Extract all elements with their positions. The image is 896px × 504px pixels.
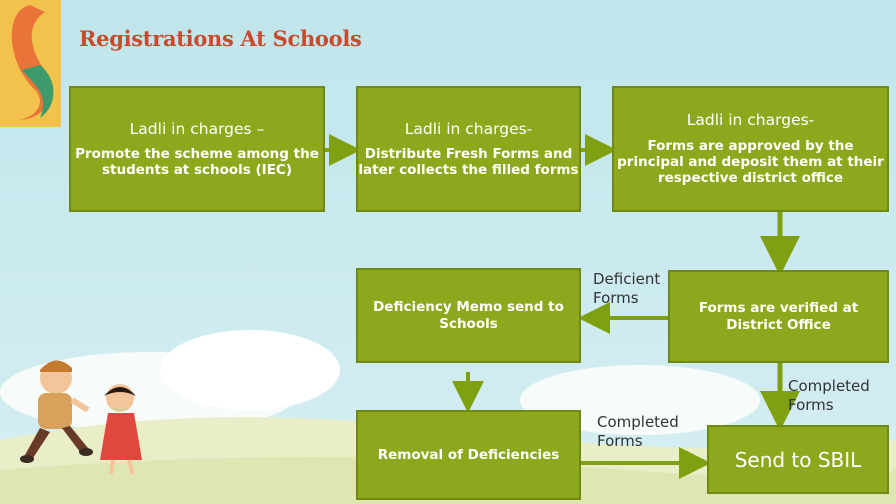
b3-text: Forms are approved by the principal and … <box>617 138 884 187</box>
logo <box>0 0 61 127</box>
b3-heading: Ladli in charges- <box>686 111 815 130</box>
step-approve-forms: Ladli in charges- Forms are approved by … <box>612 86 889 212</box>
b6-text: Removal of Deficiencies <box>377 446 560 463</box>
logo-graphic <box>11 5 54 120</box>
b2-text: Distribute Fresh Forms and later collect… <box>358 146 579 179</box>
step-send-to-sbil: Send to SBIL <box>707 425 889 494</box>
step-remove-deficiencies: Removal of Deficiencies <box>356 410 581 500</box>
b1-heading: Ladli in charges – <box>129 119 265 138</box>
b1-text: Promote the scheme among the students at… <box>75 146 319 179</box>
step-distribute-forms: Ladli in charges- Distribute Fresh Forms… <box>356 86 581 212</box>
label-completed-forms-bottom: Completed Forms <box>597 413 679 450</box>
label-completed-forms-right: Completed Forms <box>788 377 870 414</box>
b4-text: Forms are verified at District Office <box>698 300 859 333</box>
boy-figure <box>20 360 93 463</box>
step-verify-forms: Forms are verified at District Office <box>668 270 889 363</box>
page-title: Registrations At Schools <box>79 26 362 51</box>
b2-heading: Ladli in charges- <box>404 119 533 138</box>
step-deficiency-memo: Deficiency Memo send to Schools <box>356 268 581 363</box>
b5-text: Deficiency Memo send to Schools <box>373 299 564 332</box>
b7-text: Send to SBIL <box>734 447 862 472</box>
girl-figure <box>100 384 142 475</box>
step-promote-scheme: Ladli in charges – Promote the scheme am… <box>69 86 325 212</box>
label-deficient-forms: Deficient Forms <box>593 270 661 307</box>
